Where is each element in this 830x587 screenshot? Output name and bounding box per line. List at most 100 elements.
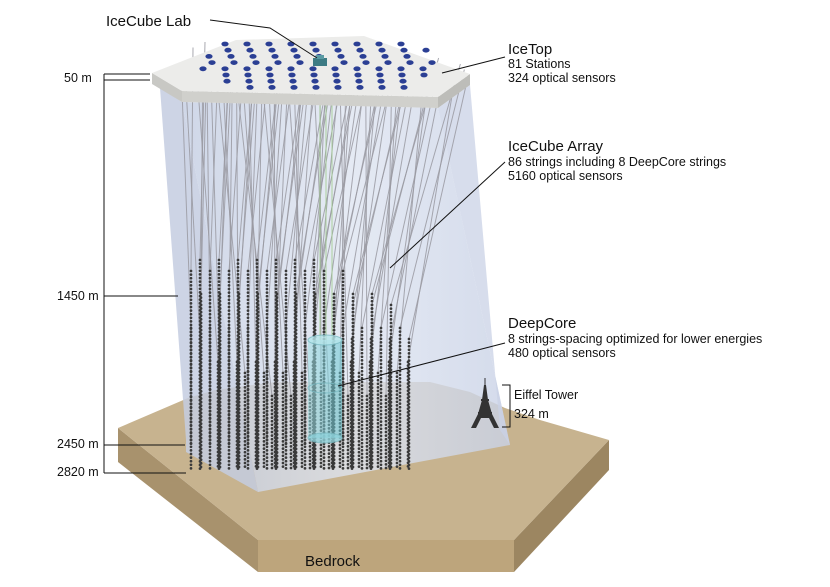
optical-sensor: [395, 425, 399, 429]
optical-sensor: [398, 427, 402, 431]
optical-sensor: [303, 391, 307, 395]
optical-sensor: [294, 299, 298, 303]
optical-sensor: [243, 396, 247, 400]
icetop-station-marker: [244, 72, 252, 78]
optical-sensor: [349, 378, 353, 382]
optical-sensor: [208, 387, 212, 391]
optical-sensor: [284, 416, 288, 420]
optical-sensor: [243, 440, 247, 443]
optical-sensor: [208, 366, 212, 369]
optical-sensor: [289, 459, 293, 463]
optical-sensor: [406, 378, 410, 382]
optical-sensor: [270, 466, 274, 470]
optical-sensor: [293, 265, 297, 269]
optical-sensor: [246, 337, 250, 341]
icetop-station-marker: [230, 60, 238, 65]
optical-sensor: [246, 330, 250, 333]
optical-sensor: [246, 287, 250, 291]
optical-sensor: [198, 280, 202, 283]
optical-sensor: [293, 352, 297, 355]
optical-sensor: [294, 296, 298, 299]
optical-sensor: [273, 389, 277, 393]
optical-sensor: [254, 418, 258, 421]
icetop-station-marker: [296, 60, 304, 65]
optical-sensor: [368, 421, 372, 425]
optical-sensor: [275, 307, 279, 310]
optical-sensor: [237, 332, 241, 336]
optical-sensor: [236, 287, 240, 291]
optical-sensor: [217, 348, 221, 352]
optical-sensor: [303, 359, 307, 362]
optical-sensor: [284, 445, 288, 449]
optical-sensor: [246, 420, 250, 423]
optical-sensor: [292, 360, 296, 364]
optical-sensor: [227, 330, 231, 333]
optical-sensor: [406, 436, 410, 439]
optical-sensor: [379, 395, 383, 398]
optical-sensor: [227, 427, 231, 431]
optical-sensor: [332, 332, 336, 336]
optical-sensor: [379, 391, 383, 395]
icetop-station-marker: [375, 41, 383, 47]
optical-sensor: [398, 445, 402, 449]
optical-sensor: [284, 398, 288, 402]
optical-sensor: [235, 403, 239, 407]
optical-sensor: [292, 414, 296, 418]
optical-sensor: [189, 351, 193, 355]
optical-sensor: [255, 287, 259, 291]
icecube-lab-building: [313, 55, 327, 66]
optical-sensor: [311, 454, 315, 457]
icetop-sensors-text: 324 optical sensors: [508, 71, 616, 85]
optical-sensor: [265, 416, 269, 420]
optical-sensor: [246, 402, 250, 405]
optical-sensor: [319, 450, 323, 454]
optical-sensor: [208, 369, 212, 373]
optical-sensor: [273, 382, 277, 385]
optical-sensor: [346, 463, 350, 466]
optical-sensor: [246, 456, 250, 459]
optical-sensor: [368, 396, 372, 400]
optical-sensor: [346, 441, 350, 445]
optical-sensor: [273, 439, 277, 443]
optical-sensor: [376, 386, 380, 389]
optical-sensor: [341, 344, 345, 348]
optical-sensor: [368, 367, 372, 371]
optical-sensor: [398, 416, 402, 420]
optical-sensor: [265, 312, 269, 316]
optical-sensor: [273, 454, 277, 457]
surface-plate-edge-right: [438, 74, 470, 108]
optical-sensor: [341, 348, 345, 351]
optical-sensor: [227, 416, 231, 420]
optical-sensor: [293, 467, 297, 470]
optical-sensor: [254, 421, 258, 425]
eiffel-height-label: 324 m: [514, 407, 549, 421]
optical-sensor: [303, 298, 307, 302]
optical-sensor: [294, 307, 298, 310]
optical-sensor: [198, 388, 202, 391]
optical-sensor: [199, 307, 203, 310]
optical-sensor: [341, 434, 345, 438]
optical-sensor: [406, 414, 410, 418]
optical-sensor: [270, 416, 274, 419]
optical-sensor: [284, 369, 288, 373]
optical-sensor: [281, 465, 285, 468]
icetop-title: IceTop: [508, 41, 552, 58]
optical-sensor: [208, 420, 212, 423]
optical-sensor: [281, 411, 285, 414]
optical-sensor: [395, 432, 399, 436]
optical-sensor: [313, 299, 317, 303]
optical-sensor: [360, 366, 364, 369]
optical-sensor: [349, 443, 353, 447]
optical-sensor: [357, 418, 361, 422]
optical-sensor: [300, 382, 304, 386]
optical-sensor: [265, 269, 269, 273]
optical-sensor: [284, 305, 288, 309]
optical-sensor: [341, 302, 345, 305]
optical-sensor: [303, 405, 307, 409]
optical-sensor: [303, 387, 307, 391]
optical-sensor: [284, 366, 288, 369]
string-cable: [407, 79, 456, 363]
optical-sensor: [360, 387, 364, 391]
optical-sensor: [349, 461, 353, 465]
string-cable: [361, 68, 414, 329]
